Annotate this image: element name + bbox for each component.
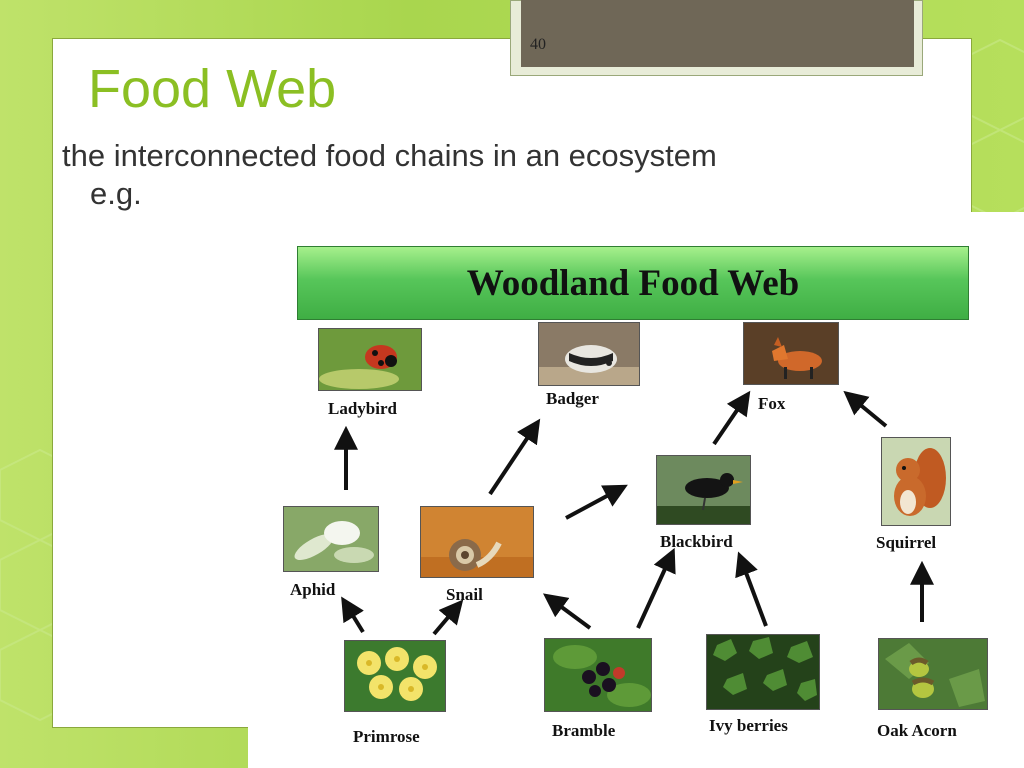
ivy-berries-label: Ivy berries [709,716,788,735]
fox-label: Fox [758,394,786,413]
blackbird-label: Blackbird [660,532,733,551]
aphid-label: Aphid [290,580,336,599]
aphid-picture [283,506,379,572]
ivy-berries-picture [706,634,820,710]
slide-title: Food Web [88,59,337,119]
primrose-label: Primrose [353,727,420,746]
primrose-picture [344,640,446,712]
snail-picture [420,506,534,578]
body-line-2: e.g. [90,176,142,211]
badger-picture [538,322,640,386]
bramble-picture [544,638,652,712]
badger-label: Badger [546,389,599,408]
bramble-label: Bramble [552,721,616,740]
blackbird-picture [656,455,751,525]
slide-number: 40 [530,36,546,53]
oak-acorn-label: Oak Acorn [877,721,957,740]
slide-body-text: the interconnected food chains in an eco… [62,137,892,213]
squirrel-picture [881,437,951,526]
diagram-banner: Woodland Food Web [297,246,969,320]
fox-picture [743,322,839,385]
ladybird-picture [318,328,422,391]
snail-label: Snail [446,585,483,604]
oak-acorn-picture [878,638,988,710]
slide-number-band [521,0,914,67]
squirrel-label: Squirrel [876,533,937,552]
body-line-1: the interconnected food chains in an eco… [62,138,717,173]
ladybird-label: Ladybird [328,399,397,418]
